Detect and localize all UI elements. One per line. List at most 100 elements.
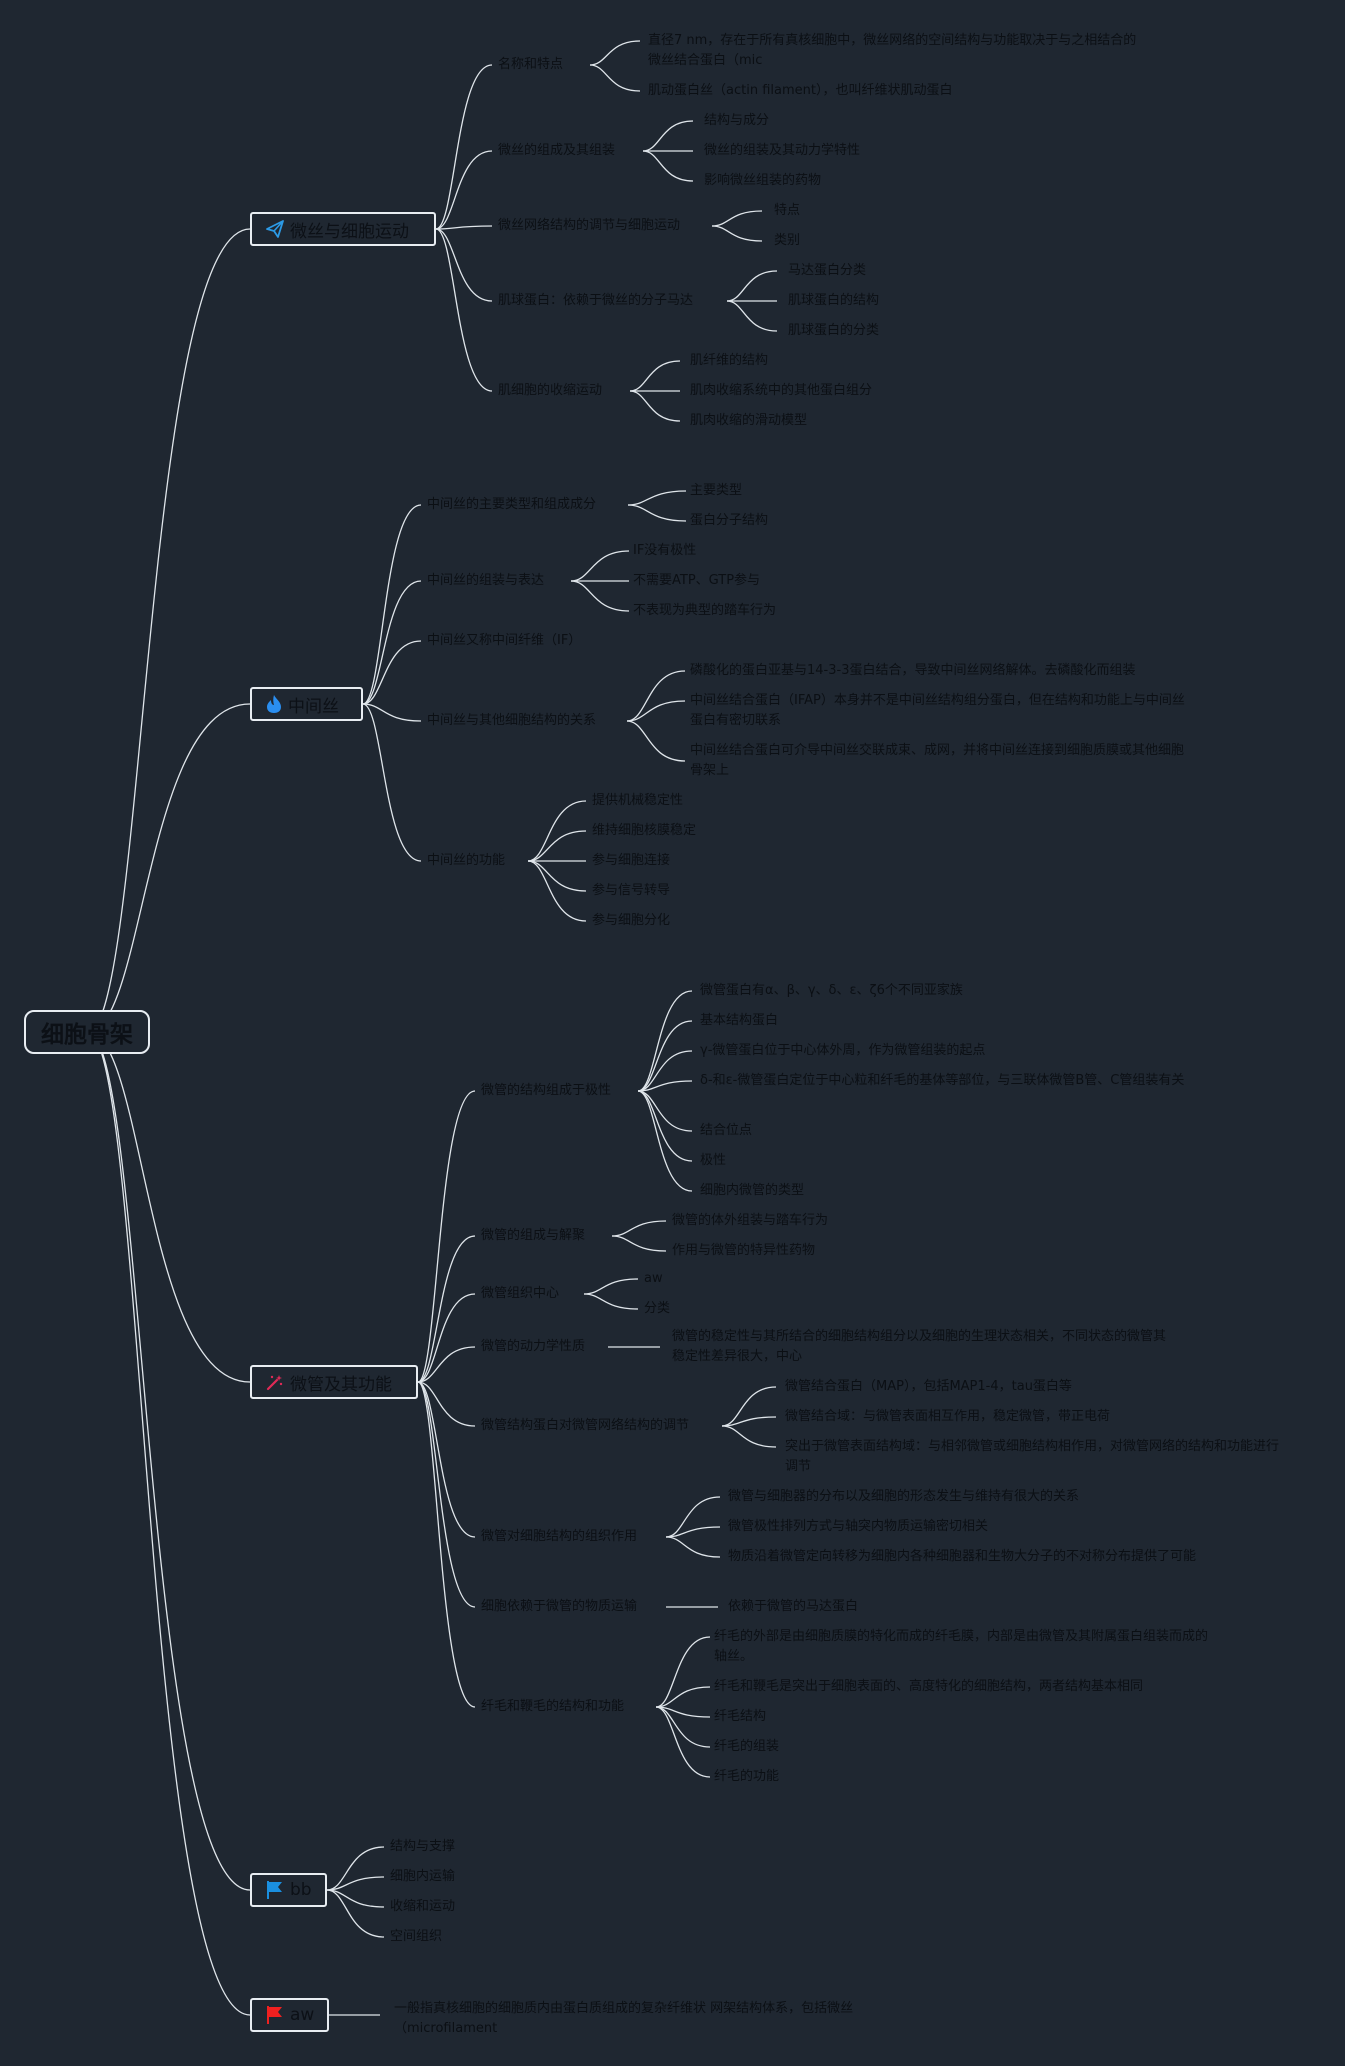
leaf-item[interactable]: 微管结合域：与微管表面相互作用，稳定微管，带正电荷 [785, 1409, 1111, 1424]
connector-line [362, 580, 422, 705]
branch-title: bb [290, 1880, 312, 1900]
leaf-item[interactable]: 细胞内微管的类型 [700, 1183, 805, 1198]
leaf-item[interactable]: 肌纤维的结构 [690, 353, 769, 368]
leaf-item[interactable]: 物质沿着微管定向转移为细胞内各种细胞器和生物大分子的不对称分布提供了可能 [728, 1549, 1197, 1564]
sub-topic[interactable]: 名称和特点 [498, 57, 564, 72]
leaf-item[interactable]: 分类 [644, 1301, 671, 1316]
sub-topic[interactable]: 微管的动力学性质 [481, 1339, 586, 1354]
leaf-item[interactable]: 直径7 nm，存在于所有真核细胞中，微丝网络的空间结构与功能取决于与之相结合的微… [648, 33, 1137, 68]
sub-topic[interactable]: 微管的组成与解聚 [481, 1228, 586, 1243]
leaf-item[interactable]: 提供机械稳定性 [592, 793, 684, 808]
sub-topic[interactable]: 微丝网络结构的调节与细胞运动 [498, 218, 681, 233]
leaf-item[interactable]: 维持细胞核膜稳定 [592, 823, 697, 838]
connector-line [726, 300, 778, 332]
sub-topic[interactable]: 中间丝又称中间纤维（IF） [427, 633, 582, 648]
connector-line [637, 1020, 693, 1092]
leaf-item[interactable]: 收缩和运动 [390, 1899, 456, 1914]
leaf-item[interactable]: 不需要ATP、GTP参与 [633, 573, 761, 588]
sub-topic[interactable]: 微管的结构组成于极性 [481, 1083, 612, 1098]
sub-topic[interactable]: 中间丝的主要类型和组成成分 [427, 497, 597, 512]
leaf-item[interactable]: 微管与细胞器的分布以及细胞的形态发生与维持有很大的关系 [728, 1489, 1080, 1504]
leaf-item[interactable]: 依赖于微管的马达蛋白 [728, 1599, 859, 1614]
leaf-item[interactable]: δ-和ε-微管蛋白定位于中心粒和纤毛的基体等部位，与三联体微管B管、C管组装有关 [700, 1073, 1185, 1088]
sub-topic[interactable]: 肌球蛋白：依赖于微丝的分子马达 [498, 293, 694, 308]
leaf-item[interactable]: 微管蛋白有α、β、γ、δ、ε、ζ6个不同亚家族 [700, 983, 963, 998]
leaf-item[interactable]: 细胞内运输 [390, 1869, 456, 1884]
leaf-item[interactable]: 中间丝结合蛋白（IFAP）本身并不是中间丝结构组分蛋白，但在结构和功能上与中间丝… [690, 693, 1185, 728]
leaf-item[interactable]: 参与信号转导 [592, 883, 671, 898]
sub-topic[interactable]: 纤毛和鞭毛的结构和功能 [481, 1699, 625, 1714]
leaf-item[interactable]: 微管结合蛋白（MAP），包括MAP1-4，tau蛋白等 [785, 1379, 1072, 1394]
sub-topic[interactable]: 中间丝的组装与表达 [427, 573, 545, 588]
leaf-item[interactable]: 空间组织 [390, 1929, 443, 1944]
leaf-item[interactable]: 蛋白分子结构 [690, 513, 769, 528]
leaf-item[interactable]: 参与细胞连接 [592, 853, 671, 868]
sub-topic[interactable]: 细胞依赖于微管的物质运输 [481, 1599, 638, 1614]
connector-line [435, 228, 493, 392]
sub-topic[interactable]: 微管结构蛋白对微管网络结构的调节 [481, 1418, 690, 1433]
branch-aw[interactable]: aw [250, 1998, 329, 2032]
leaf-item[interactable]: 肌肉收缩的滑动模型 [690, 413, 808, 428]
branch-bb[interactable]: bb [250, 1873, 327, 1907]
leaf-item[interactable]: 肌动蛋白丝（actin filament），也叫纤维状肌动蛋白 [648, 83, 953, 98]
leaf-item[interactable]: 特点 [774, 203, 801, 218]
leaf-item[interactable]: 肌球蛋白的分类 [788, 323, 880, 338]
leaf-item[interactable]: 纤毛的组装 [714, 1739, 780, 1754]
leaf-item[interactable]: 结合位点 [700, 1123, 753, 1138]
connector-line [417, 1346, 476, 1383]
leaf-item[interactable]: 作用与微管的特异性药物 [672, 1243, 816, 1258]
connector-line [417, 1381, 476, 1608]
leaf-item[interactable]: 微管的体外组装与踏车行为 [672, 1213, 829, 1228]
connector-line [655, 1706, 711, 1778]
sub-topic[interactable]: 中间丝与其他细胞结构的关系 [427, 713, 597, 728]
leaf-item[interactable]: 马达蛋白分类 [788, 263, 867, 278]
connector-line [626, 670, 686, 722]
leaf-item[interactable]: 不表现为典型的踏车行为 [633, 603, 777, 618]
sub-topic[interactable]: 微丝的组成及其组装 [498, 143, 616, 158]
leaf-item[interactable]: 纤毛和鞭毛是突出于细胞表面的、高度特化的细胞结构，两者结构基本相同 [714, 1679, 1144, 1694]
connector-line [417, 1293, 476, 1383]
leaf-item[interactable]: 中间丝结合蛋白可介导中间丝交联成束、成网，并将中间丝连接到细胞质膜或其他细胞骨架… [690, 743, 1185, 778]
branch-intermediate-filament[interactable]: 中间丝 [250, 687, 363, 721]
leaf-item[interactable]: 类别 [774, 233, 801, 248]
sub-topic[interactable]: 中间丝的功能 [427, 853, 506, 868]
leaf-item[interactable]: 肌肉收缩系统中的其他蛋白组分 [690, 383, 873, 398]
leaf-item[interactable]: 结构与成分 [704, 113, 770, 128]
leaf-item[interactable]: 肌球蛋白的结构 [788, 293, 880, 308]
connector-line [527, 860, 587, 892]
leaf-item[interactable]: 微丝的组装及其动力学特性 [704, 143, 861, 158]
sub-topic[interactable]: 微管组织中心 [481, 1286, 560, 1301]
leaf-item[interactable]: 影响微丝组装的药物 [704, 173, 822, 188]
leaf-item[interactable]: 纤毛结构 [714, 1709, 767, 1724]
leaf-item[interactable]: 参与细胞分化 [592, 913, 671, 928]
connector-line [642, 150, 694, 182]
leaf-item[interactable]: 主要类型 [690, 483, 743, 498]
branch-microfilament[interactable]: 微丝与细胞运动 [250, 212, 436, 246]
blue-flag-icon [266, 1880, 284, 1900]
leaf-item[interactable]: 纤毛的外部是由细胞质膜的特化而成的纤毛膜，内部是由微管及其附属蛋白组装而成的轴丝… [714, 1629, 1209, 1664]
leaf-item[interactable]: 突出于微管表面结构域：与相邻微管或细胞结构相作用，对微管网络的结构和功能进行调节 [785, 1439, 1280, 1474]
connector-line [655, 1686, 711, 1708]
leaf-item[interactable]: 结构与支撑 [390, 1839, 456, 1854]
leaf-item[interactable]: 磷酸化的蛋白亚基与14-3-3蛋白结合，导致中间丝网络解体。去磷酸化而组装 [690, 663, 1136, 678]
leaf-item[interactable]: IF没有极性 [633, 543, 697, 558]
connector-line [570, 580, 630, 612]
leaf-item[interactable]: 微管极性排列方式与轴突内物质运输密切相关 [728, 1519, 989, 1534]
leaf-item[interactable]: γ-微管蛋白位于中心体外周，作为微管组装的起点 [700, 1043, 986, 1058]
sub-topic[interactable]: 微管对细胞结构的组织作用 [481, 1529, 638, 1544]
magic-wand-icon [266, 1373, 284, 1391]
leaf-item[interactable]: 基本结构蛋白 [700, 1013, 779, 1028]
leaf-item[interactable]: aw [644, 1271, 663, 1286]
leaf-item[interactable]: 纤毛的功能 [714, 1769, 780, 1784]
leaf-item[interactable]: 极性 [700, 1153, 727, 1168]
leaf-item[interactable]: 一般指真核细胞的细胞质内由蛋白质组成的复杂纤维状 网架结构体系，包括微丝（mic… [394, 2001, 854, 2036]
connector-line [435, 228, 493, 302]
leaf-item[interactable]: 微管的稳定性与其所结合的细胞结构组分以及细胞的生理状态相关，不同状态的微管其稳定… [672, 1329, 1167, 1364]
branch-title: 微丝与细胞运动 [290, 221, 409, 242]
branch-microtubule[interactable]: 微管及其功能 [250, 1365, 418, 1399]
root-node[interactable]: 细胞骨架 [24, 1010, 150, 1054]
branch-title: 微管及其功能 [290, 1374, 392, 1395]
sub-topic[interactable]: 肌细胞的收缩运动 [498, 383, 603, 398]
branch-title: aw [290, 2005, 315, 2025]
connector-line [87, 1031, 251, 2016]
